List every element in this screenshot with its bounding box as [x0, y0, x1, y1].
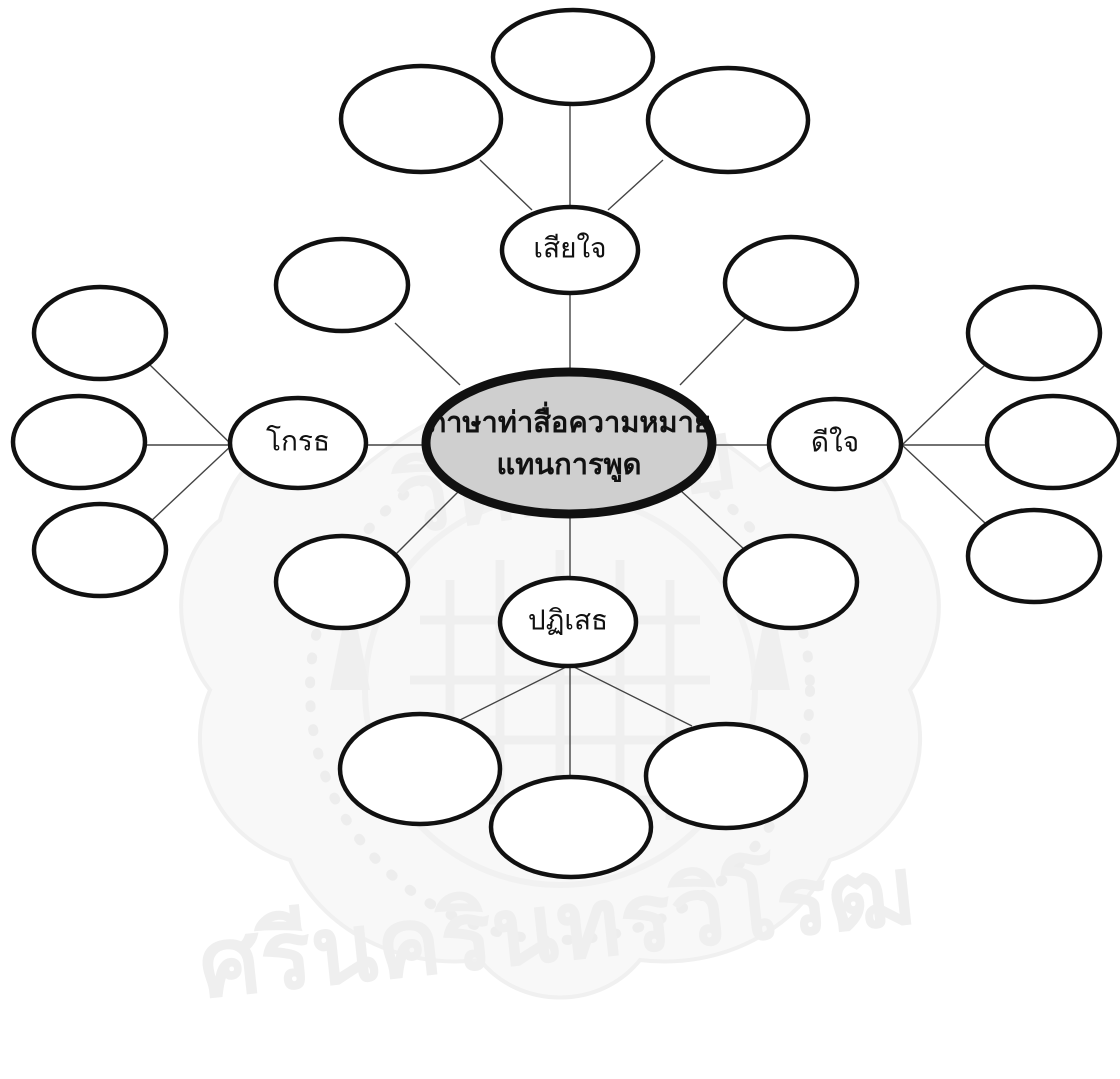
empty-ellipse	[273, 236, 411, 334]
category-node-angry: โกรธ	[227, 395, 369, 491]
category-node-refuse: ปฏิเสธ	[497, 575, 639, 669]
empty-ellipse	[488, 774, 654, 880]
empty-ellipse	[965, 284, 1103, 382]
central-label-line-1: ภาษาท่าสื่อความหมาย	[427, 401, 711, 439]
empty-ellipse	[645, 65, 811, 175]
central-label-line-2: แทนการพูด	[497, 447, 642, 482]
category-label-sad: เสียใจ	[533, 232, 606, 265]
empty-ellipse	[31, 501, 169, 599]
category-label-happy: ดีใจ	[811, 426, 859, 459]
empty-ellipse	[984, 393, 1120, 491]
category-label-angry: โกรธ	[266, 425, 330, 458]
empty-ellipse	[643, 721, 809, 831]
category-node-happy: ดีใจ	[766, 396, 904, 492]
empty-ellipse	[273, 533, 411, 631]
empty-ellipse	[337, 711, 503, 827]
empty-ellipse	[10, 393, 148, 491]
empty-ellipse	[965, 507, 1103, 605]
category-node-sad: เสียใจ	[499, 204, 641, 296]
leaf-ellipses	[10, 7, 1120, 880]
central-node: ภาษาท่าสื่อความหมาย แทนการพูด	[421, 367, 717, 519]
empty-ellipse	[338, 63, 504, 175]
empty-ellipse	[31, 284, 169, 382]
empty-ellipse	[490, 7, 656, 107]
empty-ellipse	[722, 234, 860, 332]
empty-ellipse	[722, 533, 860, 631]
category-label-refuse: ปฏิเสธ	[528, 604, 608, 637]
